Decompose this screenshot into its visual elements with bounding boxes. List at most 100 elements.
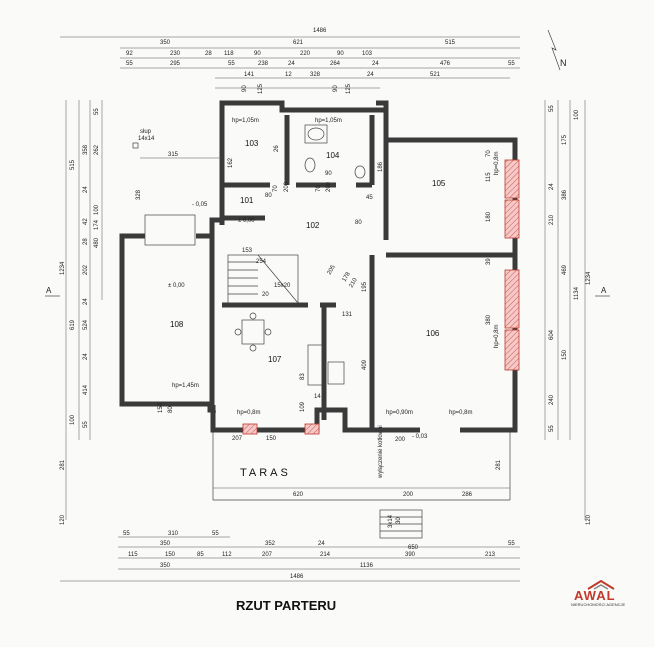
- kitchen-counter: [307, 344, 345, 386]
- dim-label: 409: [362, 359, 368, 370]
- dim-label: 24: [549, 183, 555, 190]
- dim-label: 80: [168, 406, 174, 413]
- dim-label: 200: [284, 181, 290, 192]
- room-101: 101: [240, 196, 254, 205]
- dim-label: 12: [285, 72, 292, 78]
- dim-label: 100: [574, 109, 580, 120]
- dim-label: 174: [94, 219, 100, 230]
- stairs-note: 15x20: [274, 283, 291, 289]
- dim-label: 103: [362, 51, 373, 57]
- dim-label: 328: [136, 189, 142, 200]
- dim-label: 186: [378, 161, 384, 172]
- dim-label: 55: [508, 541, 515, 547]
- dim-label: 264: [330, 61, 341, 67]
- dim-label: 100: [70, 414, 76, 425]
- dim-label: 120: [586, 514, 592, 525]
- logo-name: AWAL: [574, 588, 616, 603]
- right-dimensions: 1234 1134 469 604 240 100 175 24 386 210…: [544, 100, 592, 520]
- dim-label: 24: [367, 72, 374, 78]
- dim-label: 210: [549, 214, 555, 225]
- dim-label: 178: [342, 271, 353, 283]
- dim-label: 42: [83, 218, 89, 225]
- dim-label: 55: [123, 531, 130, 537]
- level-note: hp=0,8m: [494, 151, 500, 175]
- dim-top-515: 515: [445, 40, 456, 46]
- dim-label: 92: [126, 51, 133, 57]
- dim-label: 115: [486, 172, 492, 182]
- dim-label: 24: [318, 541, 325, 547]
- company-logo: AWAL NIERUCHOMOŚCI AGENCJE: [566, 580, 638, 610]
- room-103: 103: [245, 139, 259, 148]
- dim-label: 80: [265, 193, 272, 199]
- level-note: hp=0,8m: [494, 324, 500, 348]
- level-note: ± 0,00: [168, 283, 185, 289]
- dim-label: 150: [165, 552, 176, 558]
- room-107: 107: [268, 355, 282, 364]
- dim-label: 214: [320, 552, 331, 558]
- dim-label: 162: [228, 157, 234, 168]
- dim-label: 200: [326, 181, 332, 192]
- dim-label: 70: [486, 150, 492, 157]
- dim-label: 24: [372, 61, 379, 67]
- dim-label: 1136: [360, 563, 374, 569]
- dim-label: 207: [232, 436, 243, 442]
- dim-label: 90: [325, 171, 332, 177]
- dim-label: 469: [562, 264, 568, 275]
- level-note: hp=0,90m: [386, 410, 413, 416]
- dim-label: 315: [168, 152, 179, 158]
- room-104: 104: [326, 151, 340, 160]
- dim-label: 200: [403, 492, 414, 498]
- dim-label: 39: [486, 258, 492, 265]
- dim-label: 1234: [60, 261, 66, 275]
- dim-label: 180: [486, 211, 492, 222]
- dim-label: 524: [83, 319, 89, 330]
- dim-label: 153: [242, 248, 253, 254]
- section-marker-right: A: [601, 286, 607, 295]
- dim-label: 358: [83, 144, 89, 155]
- dim-label: 26: [274, 145, 280, 152]
- dim-label: 281: [60, 459, 66, 470]
- dim-label: 14: [314, 394, 321, 400]
- dim-label: 480: [94, 237, 100, 248]
- dim-label: 125: [346, 83, 352, 94]
- boiler-note: wyłączenie kotłowni: [378, 425, 384, 479]
- dim-label: 85: [197, 552, 204, 558]
- dim-label: 24: [83, 298, 89, 305]
- dim-label: 350: [160, 541, 171, 547]
- dim-label: 380: [486, 314, 492, 325]
- dim-label: 131: [342, 312, 353, 318]
- dim-label: 476: [440, 61, 451, 67]
- dim-label: 90: [333, 85, 339, 92]
- roof-icon: [587, 580, 615, 590]
- dim-label: 70: [273, 185, 279, 192]
- dim-label: 175: [562, 134, 568, 145]
- dim-label: 30: [396, 517, 402, 524]
- dining-table-icon: [234, 312, 272, 352]
- dim-label: 650: [408, 545, 419, 551]
- level-note: ± 0,00: [238, 218, 255, 224]
- dim-label: 150: [158, 402, 164, 413]
- dim-label: 24: [288, 61, 295, 67]
- dim-label: 90: [254, 51, 261, 57]
- dim-label: 28: [83, 238, 89, 245]
- pillar-note: słup: [140, 129, 152, 135]
- top-dimensions: 1486 350 621 515 92 230 28 118 90 220 90…: [60, 28, 520, 94]
- room-108: 108: [170, 320, 184, 329]
- dim-label: 386: [562, 189, 568, 200]
- dim-label: 55: [508, 61, 515, 67]
- step-note: 3x14: [388, 514, 394, 528]
- room-105: 105: [432, 179, 446, 188]
- dim-label: 310: [168, 531, 179, 537]
- pillar-size-note: 14x14: [138, 136, 155, 142]
- dim-label: 238: [258, 61, 269, 67]
- plan-title: RZUT PARTERU: [236, 598, 337, 613]
- dim-label: 55: [126, 61, 133, 67]
- dim-label: 207: [262, 552, 273, 558]
- dim-label: 210: [349, 277, 360, 289]
- dim-label: 125: [258, 83, 264, 94]
- level-note: hp=1,05m: [315, 118, 342, 124]
- dim-label: 328: [310, 72, 321, 78]
- dim-label: 115: [128, 552, 138, 558]
- dim-label: 112: [222, 552, 232, 558]
- dim-label: 521: [430, 72, 441, 78]
